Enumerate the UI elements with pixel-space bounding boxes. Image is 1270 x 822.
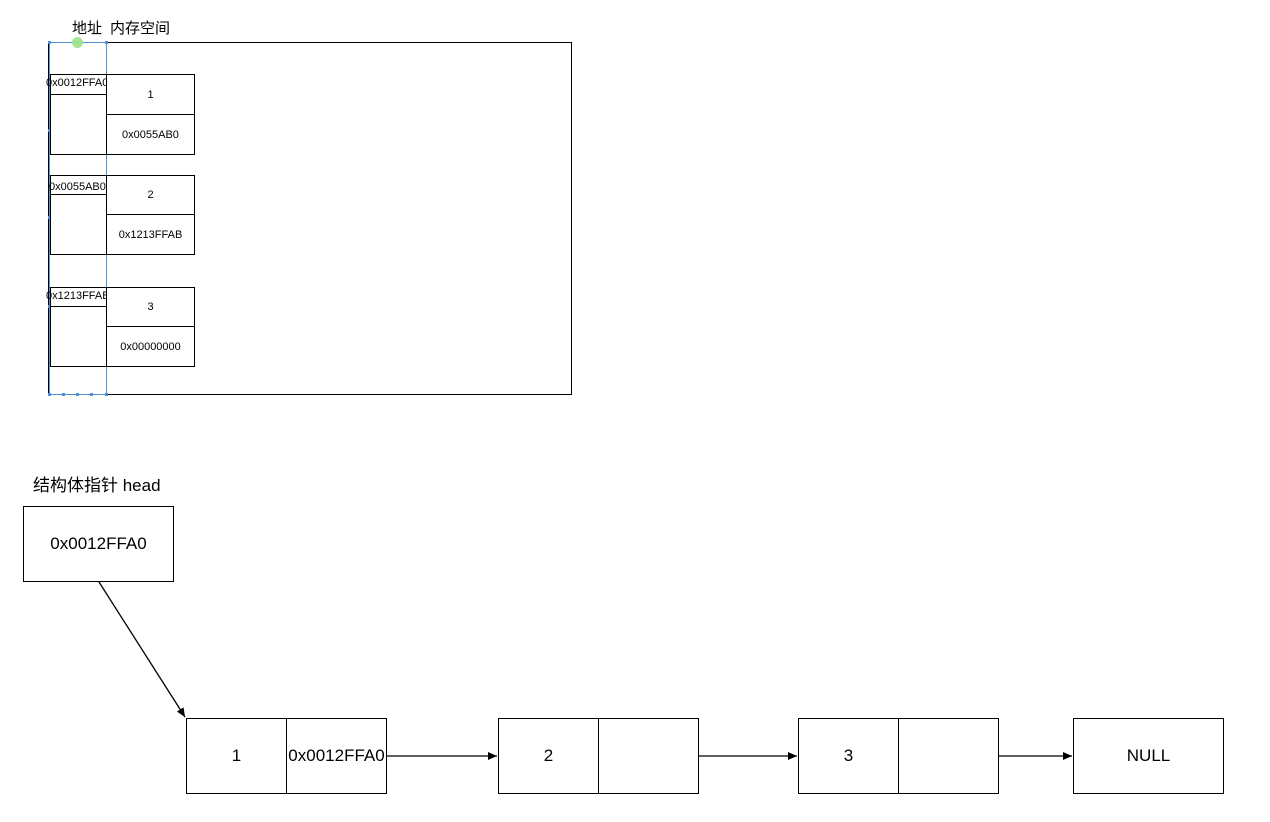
- list-node-next: [598, 718, 699, 794]
- memory-next-cell: 0x0055AB0: [106, 114, 195, 155]
- divider: [50, 194, 107, 195]
- divider: [50, 306, 107, 307]
- list-node-data: 3: [798, 718, 899, 794]
- selection-handle[interactable]: [105, 41, 108, 44]
- selection-handle[interactable]: [48, 305, 51, 308]
- memory-address-label: 0x0055AB0: [49, 181, 106, 193]
- selection-handle[interactable]: [62, 393, 65, 396]
- memory-address-label: 0x1213FFAB: [46, 290, 110, 302]
- head-to-node1-arrow: [98, 581, 186, 718]
- selection-handle[interactable]: [76, 393, 79, 396]
- rotate-handle-icon[interactable]: [72, 37, 83, 48]
- memory-address-cell: [50, 287, 107, 367]
- selection-handle[interactable]: [48, 41, 51, 44]
- list-node-data: 1: [186, 718, 287, 794]
- null-terminal-box: NULL: [1073, 718, 1224, 794]
- list-node-next: 0x0012FFA0: [286, 718, 387, 794]
- memory-address-cell: [50, 175, 107, 255]
- divider: [50, 94, 107, 95]
- head-pointer-label: 结构体指针 head: [33, 476, 161, 495]
- selection-handle[interactable]: [48, 129, 51, 132]
- selection-handle[interactable]: [105, 393, 108, 396]
- selection-handle[interactable]: [90, 393, 93, 396]
- head-pointer-box: 0x0012FFA0: [23, 506, 174, 582]
- address-header: 地址: [72, 20, 103, 37]
- memory-next-cell: 0x00000000: [106, 326, 195, 367]
- memory-address-label: 0x0012FFA0: [46, 77, 109, 89]
- memory-data-cell: 3: [106, 287, 195, 327]
- memory-address-cell: [50, 74, 107, 155]
- selection-handle[interactable]: [48, 216, 51, 219]
- selection-handle[interactable]: [48, 393, 51, 396]
- memory-data-cell: 1: [106, 74, 195, 115]
- memory-next-cell: 0x1213FFAB: [106, 214, 195, 255]
- memory-space-header: 内存空间: [110, 20, 171, 37]
- list-node-next: [898, 718, 999, 794]
